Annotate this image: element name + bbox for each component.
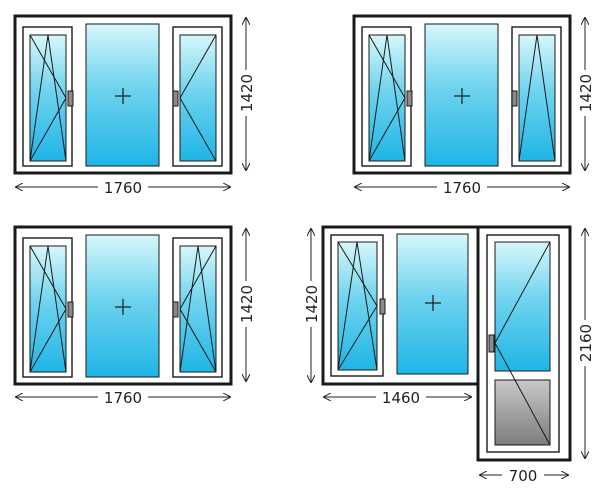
window-3-left-tilt-lines bbox=[29, 245, 67, 373]
window-1-right-turn-lines bbox=[179, 34, 217, 162]
balcony-window-left-handle bbox=[379, 298, 386, 315]
window-1-right-glass bbox=[179, 34, 217, 162]
window-1-width-label-bg bbox=[98, 178, 148, 196]
window-2-width-label-bg bbox=[437, 178, 487, 196]
window-3-right-turn-lines bbox=[179, 245, 217, 373]
window-2-left-tilt-turn-lines bbox=[368, 34, 406, 162]
window-2-right-tilt-lines bbox=[518, 34, 556, 162]
window-2: 1760 1420 bbox=[352, 14, 595, 197]
balcony-window-left-glass bbox=[337, 241, 378, 371]
window-1-left-tilt-turn-lines bbox=[29, 34, 67, 162]
balcony-door-glass bbox=[494, 241, 551, 372]
balcony-window-width-label: 1460 bbox=[382, 389, 420, 407]
balcony-window-left-tilt-lines bbox=[337, 241, 378, 371]
window-1-left-handle bbox=[67, 90, 74, 107]
balcony-door-turn-lines bbox=[494, 241, 551, 446]
window-2-left-tilt-lines bbox=[368, 34, 406, 162]
balcony-door-height-label-bg bbox=[577, 320, 594, 366]
window-3-height-label-bg bbox=[238, 281, 255, 327]
window-2-right-handle bbox=[511, 90, 518, 107]
window-3-height-label: 1420 bbox=[238, 285, 256, 323]
window-2-left-handle bbox=[406, 90, 413, 107]
window-2-width-label: 1760 bbox=[443, 179, 481, 197]
window-2-height-label-bg bbox=[577, 70, 594, 116]
balcony-window-height-label: 1420 bbox=[303, 285, 321, 323]
window-3-left-tilt-turn-lines bbox=[29, 245, 67, 373]
window-1-right-handle bbox=[172, 90, 179, 107]
balcony-door-width-label: 700 bbox=[509, 467, 538, 485]
balcony-window-left-tilt-turn-lines bbox=[337, 241, 378, 371]
window-3: 1760 1420 bbox=[13, 225, 256, 407]
window-2-left-glass bbox=[368, 34, 406, 162]
window-3-left-handle bbox=[67, 301, 74, 318]
balcony-door-width-label-bg bbox=[502, 466, 544, 484]
window-3-right-tilt-lines bbox=[179, 245, 217, 373]
window-2-height-label: 1420 bbox=[577, 74, 595, 112]
window-3-width-label-bg bbox=[98, 388, 148, 406]
window-3-fixed-cross bbox=[115, 299, 131, 315]
window-1-fixed-cross bbox=[115, 88, 131, 104]
window-1-height-label-bg bbox=[238, 70, 255, 116]
window-3-width-label: 1760 bbox=[104, 389, 142, 407]
balcony-block: 1420 1460 700 2160 bbox=[303, 225, 595, 485]
balcony-door-handle bbox=[488, 334, 495, 353]
balcony-window-width-label-bg bbox=[376, 388, 426, 406]
window-1-width-label: 1760 bbox=[104, 179, 142, 197]
balcony-window-fixed-cross bbox=[425, 295, 441, 311]
window-1-height-label: 1420 bbox=[238, 74, 256, 112]
window-3-center-glass bbox=[85, 234, 160, 378]
window-3-left-glass bbox=[29, 245, 67, 373]
window-3-right-handle bbox=[172, 301, 179, 318]
window-2-right-glass bbox=[518, 34, 556, 162]
window-2-fixed-cross bbox=[454, 88, 470, 104]
balcony-door-bottom-panel bbox=[494, 379, 551, 446]
window-1-left-glass bbox=[29, 34, 67, 162]
balcony-door-height-label: 2160 bbox=[577, 324, 595, 362]
window-1-left-tilt-lines bbox=[29, 34, 67, 162]
balcony-window-height-label-bg bbox=[303, 281, 320, 327]
window-3-right-glass bbox=[179, 245, 217, 373]
window-1: 1760 1420 bbox=[13, 14, 256, 197]
